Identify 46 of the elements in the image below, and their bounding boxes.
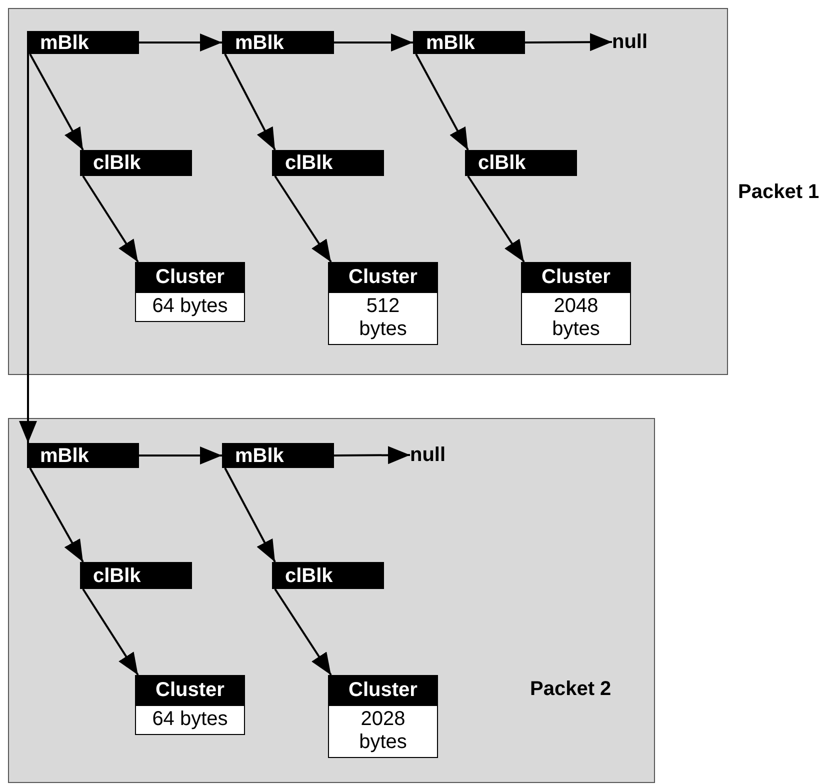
cluster-box xyxy=(135,675,245,735)
packet-panel xyxy=(8,8,728,375)
block-label: clBlk xyxy=(465,150,577,176)
cluster-size: 2028 bytes xyxy=(358,707,408,755)
cluster-box xyxy=(328,262,438,345)
packet-label: Packet 1 xyxy=(738,181,820,204)
arrow xyxy=(334,446,410,464)
arrow xyxy=(334,34,413,52)
packet-panel xyxy=(8,418,655,783)
arrow xyxy=(415,54,469,150)
cluster-heading: Cluster xyxy=(136,676,244,706)
cluster-size: 2048 bytes xyxy=(551,294,601,342)
arrow xyxy=(19,54,37,443)
arrow xyxy=(224,54,276,150)
null-label: null xyxy=(612,29,656,55)
cluster-size: 64 bytes xyxy=(151,707,229,732)
block-label: clBlk xyxy=(272,150,384,176)
block-label: mBlk xyxy=(222,443,334,468)
arrow xyxy=(139,34,222,52)
block-label: clBlk xyxy=(80,150,192,176)
packet-label: Packet 2 xyxy=(530,678,612,701)
arrow xyxy=(525,33,612,52)
block-label: mBlk xyxy=(222,31,334,54)
block-label: mBlk xyxy=(27,31,139,54)
cluster-box xyxy=(135,262,245,322)
arrow xyxy=(82,588,139,676)
arrow xyxy=(467,175,525,263)
arrow xyxy=(274,588,332,676)
cluster-heading: Cluster xyxy=(522,263,630,293)
null-label: null xyxy=(410,442,454,468)
arrow xyxy=(224,468,276,562)
arrow xyxy=(139,446,222,464)
arrow xyxy=(274,175,332,263)
cluster-heading: Cluster xyxy=(329,263,437,293)
cluster-box xyxy=(521,262,631,345)
arrow xyxy=(82,175,139,263)
cluster-heading: Cluster xyxy=(136,263,244,293)
block-label: clBlk xyxy=(80,562,192,589)
arrow xyxy=(29,54,84,150)
block-label: mBlk xyxy=(413,31,525,54)
cluster-heading: Cluster xyxy=(329,676,437,706)
cluster-size: 512 bytes xyxy=(358,294,408,342)
block-label: clBlk xyxy=(272,562,384,589)
cluster-size: 64 bytes xyxy=(151,294,229,319)
cluster-box xyxy=(328,675,438,758)
block-label: mBlk xyxy=(27,443,139,468)
